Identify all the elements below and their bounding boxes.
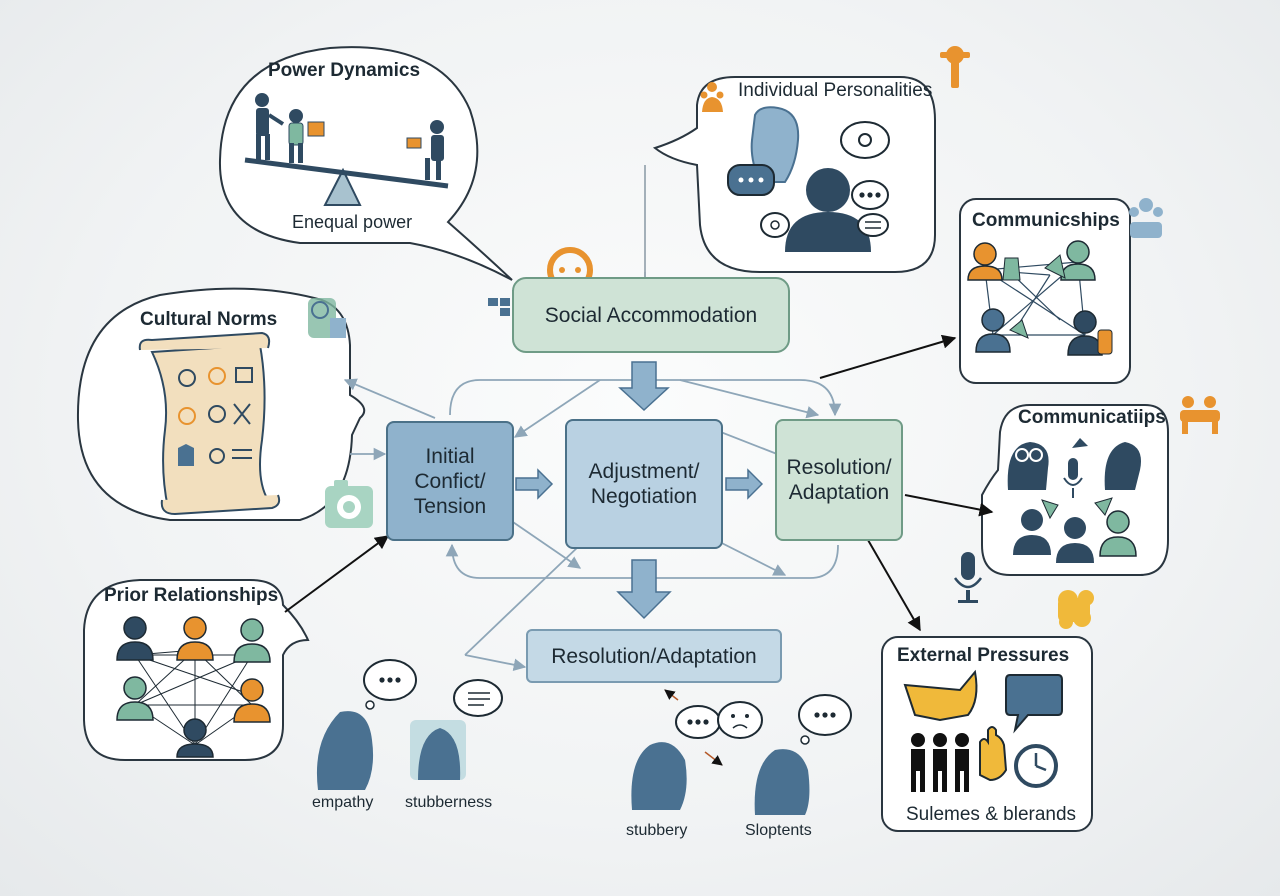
arrow-to-external bbox=[867, 539, 921, 632]
power-dynamics-title: Power Dynamics bbox=[268, 60, 421, 81]
cultural-norms-title: Cultural Norms bbox=[140, 309, 278, 330]
trait-stubberness: stubberness bbox=[405, 794, 493, 811]
arrow-social-to-initial bbox=[513, 379, 601, 438]
arrow-cross-2 bbox=[509, 519, 582, 569]
resolution-bottom-label: Resolution/Adaptation bbox=[551, 644, 757, 668]
initial-line-1: Initial bbox=[425, 444, 475, 468]
empathy-illustration bbox=[316, 659, 417, 790]
people-group-icon bbox=[1129, 198, 1163, 238]
crowd-icon bbox=[911, 733, 969, 792]
social-accommodation-label: Social Accommodation bbox=[544, 303, 758, 327]
arrow-to-communicships bbox=[819, 334, 957, 379]
block-arrow-adjust-resolution bbox=[725, 468, 764, 500]
power-dynamics-bubble bbox=[218, 46, 513, 281]
trait-stubbery: stubbery bbox=[626, 822, 688, 839]
initial-conflict-box[interactable]: Initial Confict/ Tension bbox=[386, 421, 514, 541]
resolution-adaptation-bottom-box[interactable]: Resolution/Adaptation bbox=[526, 629, 782, 683]
external-pressures-caption: Sulemes & blerands bbox=[906, 804, 1077, 825]
camera-icon bbox=[325, 480, 373, 528]
resolution-line-1: Resolution/ bbox=[786, 456, 892, 479]
block-arrow-adjust-down bbox=[616, 559, 672, 620]
initial-line-2: Confict/ bbox=[414, 469, 486, 493]
seesaw-icon bbox=[244, 93, 449, 206]
person-icon bbox=[785, 168, 871, 252]
network-icon bbox=[967, 240, 1113, 356]
stubberness-illustration bbox=[410, 679, 503, 780]
thought-bubble-icon bbox=[840, 121, 890, 159]
external-pressures-illustration bbox=[903, 669, 1063, 792]
relationships-network-icon bbox=[116, 616, 271, 758]
external-pressures-title: External Pressures bbox=[897, 645, 1070, 666]
microphone-icon bbox=[953, 552, 983, 603]
block-arrow-social-down bbox=[618, 361, 670, 412]
communicatiips-title: Communicatiips bbox=[1018, 407, 1166, 428]
initial-line-3: Tension bbox=[413, 494, 487, 518]
pointing-hand-icon bbox=[903, 669, 978, 722]
resolution-text: Resolution/ Adaptation bbox=[786, 455, 891, 505]
speech-bubble-icon bbox=[1005, 674, 1063, 734]
clock-icon bbox=[1014, 744, 1058, 788]
stubbery-illustration bbox=[631, 689, 763, 810]
adjustment-line-1: Adjustment/ bbox=[588, 460, 700, 483]
mask-icon bbox=[308, 298, 346, 338]
personalities-illustration bbox=[700, 82, 890, 252]
speech-bubble-icon bbox=[727, 164, 775, 196]
arrow-social-to-resolution bbox=[679, 379, 820, 419]
key-orange-icon bbox=[940, 46, 970, 88]
resolution-line-2: Adaptation bbox=[788, 481, 890, 504]
individual-personalities-title: Individual Personalities bbox=[738, 80, 933, 101]
arrow-prior-to-initial bbox=[284, 535, 390, 613]
handshake-orange-icon bbox=[1180, 396, 1220, 434]
microphone-icon bbox=[1063, 458, 1083, 498]
prior-relationships-title: Prior Relationships bbox=[104, 585, 279, 606]
chat-dots-icon bbox=[851, 180, 889, 210]
arrow-to-cultural bbox=[343, 378, 436, 419]
resolution-adaptation-box[interactable]: Resolution/ Adaptation bbox=[775, 419, 903, 541]
hand-icon bbox=[979, 726, 1008, 782]
communicships-title: Communicships bbox=[972, 210, 1120, 231]
adjustment-negotiation-box[interactable]: Adjustment/ Negotiation bbox=[565, 419, 723, 549]
sloptents-illustration bbox=[754, 694, 852, 815]
arrow-to-bottom-resolution bbox=[464, 544, 581, 656]
adjustment-text: Adjustment/ Negotiation bbox=[589, 459, 700, 509]
group-orange-icon bbox=[700, 82, 724, 112]
communicatiips-illustration bbox=[1007, 438, 1141, 563]
puzzle-icon bbox=[1058, 590, 1094, 629]
block-arrow-initial-adjust bbox=[515, 468, 554, 500]
adjustment-line-2: Negotiation bbox=[590, 485, 698, 508]
trait-empathy: empathy bbox=[312, 794, 374, 811]
power-dynamics-caption: Enequal power bbox=[292, 212, 413, 232]
list-bubble-icon bbox=[857, 213, 889, 237]
scroll-icon bbox=[138, 331, 281, 516]
arrow-to-communicatiips bbox=[904, 494, 994, 517]
flower-bubble-icon bbox=[760, 212, 790, 238]
social-accommodation-box[interactable]: Social Accommodation bbox=[512, 277, 790, 353]
initial-conflict-text: Initial Confict/ Tension bbox=[414, 444, 486, 519]
trait-sloptents: Sloptents bbox=[745, 822, 812, 839]
